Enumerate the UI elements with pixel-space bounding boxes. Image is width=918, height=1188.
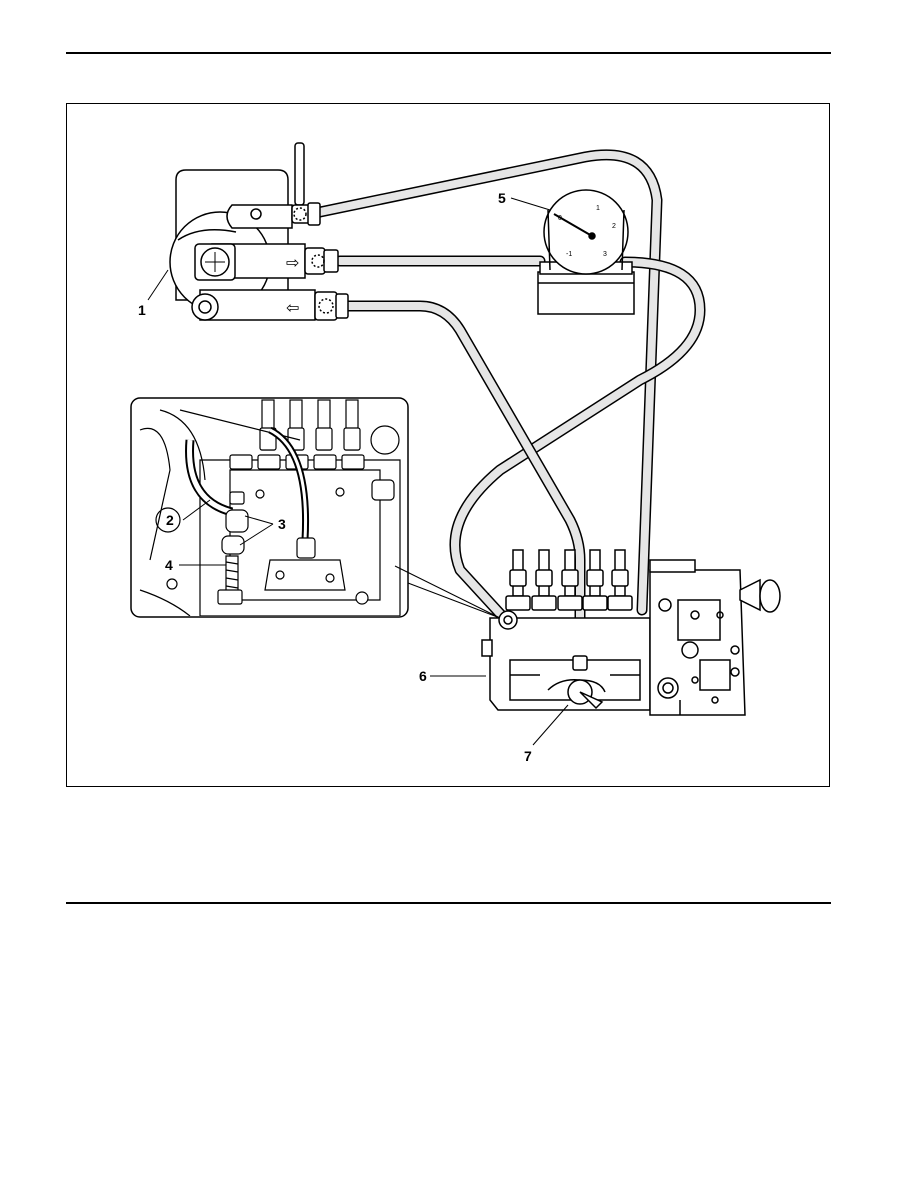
gauge-tick-0: 0 bbox=[558, 215, 562, 222]
gauge-tick-minus1: -1 bbox=[566, 251, 572, 258]
injection-pump bbox=[482, 550, 780, 715]
detail-inset bbox=[131, 398, 408, 617]
callout-2: 2 bbox=[166, 512, 174, 528]
callout-1: 1 bbox=[138, 302, 146, 318]
arrow-return: ⇦ bbox=[286, 298, 299, 317]
callout-7: 7 bbox=[524, 748, 532, 764]
callout-5: 5 bbox=[498, 190, 506, 206]
gauge-tick-2: 2 bbox=[612, 223, 616, 230]
gauge-tick-1: 1 bbox=[596, 205, 600, 212]
gauge-tick-3: 3 bbox=[603, 251, 607, 258]
callout-4: 4 bbox=[165, 557, 173, 573]
arrow-feed: ⇨ bbox=[286, 253, 299, 272]
pressure-gauge bbox=[538, 190, 634, 314]
fuel-filter-assembly bbox=[170, 143, 348, 320]
callout-6: 6 bbox=[419, 668, 427, 684]
callout-3: 3 bbox=[278, 516, 286, 532]
pump-delivery-valves bbox=[506, 550, 632, 610]
